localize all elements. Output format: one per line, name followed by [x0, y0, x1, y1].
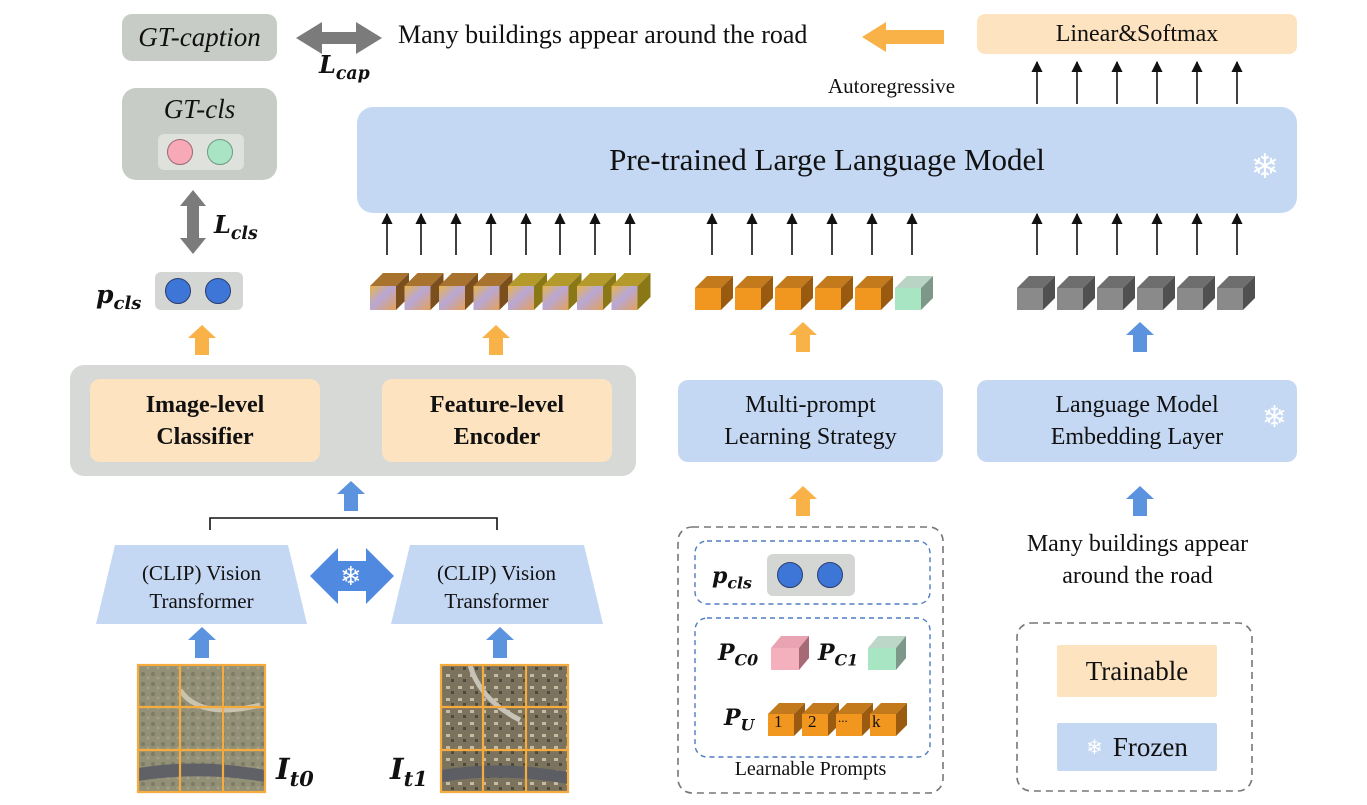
embedding-token-cube	[1017, 276, 1055, 310]
feature-token-cube	[439, 273, 478, 310]
prompt-token-cube	[775, 276, 813, 310]
prompt-token-cube	[855, 276, 893, 310]
gt-cls-class-slot	[158, 134, 244, 170]
feature-token-cube	[473, 273, 513, 310]
llm-label: Pre-trained Large Language Model	[609, 142, 1045, 177]
vision-heads-container: Image-level Classifier Feature-level Enc…	[70, 365, 636, 476]
left-arrow-icon	[862, 22, 944, 52]
class-c1-circle	[207, 139, 233, 165]
gt-cls-box: GT-cls	[122, 88, 277, 180]
llm-box: Pre-trained Large Language Model ❄	[357, 107, 1297, 213]
learnable-prompts-frame	[677, 526, 944, 794]
p-cls-label: pcls	[96, 280, 142, 314]
trainable-label: Trainable	[1085, 655, 1189, 686]
snowflake-icon: ❄	[1261, 400, 1287, 435]
feature-level-encoder-box: Feature-level Encoder	[382, 379, 612, 462]
image-t1-label: It1	[390, 752, 428, 791]
image-t1	[439, 663, 570, 794]
prompt-c0-cube	[771, 636, 809, 670]
prompt-token-cube	[695, 276, 733, 310]
legend-trainable: Trainable	[1057, 645, 1217, 697]
pred-circle-2	[817, 562, 843, 588]
up-arrow-icon	[188, 322, 1154, 658]
prompt-p-cls-slot	[767, 554, 855, 596]
feature-token-cube	[577, 273, 616, 310]
prompt-u-cube	[802, 703, 839, 736]
feature-encoder-label: Feature-level Encoder	[429, 391, 565, 450]
embedding-token-cube	[1217, 276, 1255, 310]
pred-circle-1	[165, 278, 191, 304]
embedding-token-cube	[1057, 276, 1095, 310]
pred-circle-1	[777, 562, 803, 588]
gt-caption-label: GT-caption	[138, 22, 261, 52]
prompt-token-cubes	[695, 276, 933, 310]
caption-text: Many buildings appear around the road	[398, 20, 808, 49]
prompt-u-cubes	[768, 703, 907, 736]
input-arrows	[381, 212, 1243, 255]
output-arrows	[1031, 60, 1243, 104]
shared-weights-arrow-icon	[310, 548, 394, 604]
pred-circle-2	[205, 278, 231, 304]
prompt-c1-cube	[868, 636, 906, 670]
snowflake-icon: ❄	[340, 562, 362, 592]
input-caption: Many buildings appear around the road	[1026, 531, 1249, 589]
vision-transformer-right	[391, 545, 603, 624]
feature-token-cube	[370, 273, 409, 310]
legend-frozen: ❄ Frozen	[1057, 723, 1217, 771]
prompt-u-cube	[870, 703, 907, 736]
feature-token-cube	[508, 273, 547, 310]
prompt-token-cube	[895, 276, 933, 310]
cls-double-arrow-icon	[180, 190, 206, 254]
image-level-classifier-box: Image-level Classifier	[90, 379, 320, 462]
multi-prompt-label: Multi-prompt Learning Strategy	[724, 392, 897, 450]
image-classifier-label: Image-level Classifier	[145, 391, 265, 450]
feature-token-cube	[611, 273, 651, 310]
embedding-token-cube	[1137, 276, 1175, 310]
snowflake-icon: ❄	[1086, 735, 1103, 759]
p-c0-label: PC0	[718, 640, 759, 670]
vision-transformer-left	[96, 545, 307, 624]
embedding-token-cube	[1177, 276, 1215, 310]
feature-token-cube	[542, 273, 582, 310]
linear-softmax-box: Linear&Softmax	[977, 14, 1297, 54]
prompt-tokens-subframe	[694, 617, 931, 758]
p-cls-slot	[155, 272, 243, 310]
token-label: ...	[838, 710, 848, 725]
double-arrow-icon	[296, 22, 382, 54]
gt-cls-label: GT-cls	[163, 94, 236, 124]
l-cap-label: Lcap	[319, 50, 370, 84]
token-label: k	[872, 712, 881, 731]
embedding-token-cube	[1097, 276, 1135, 310]
prompt-token-cube	[735, 276, 773, 310]
image-t0	[136, 663, 267, 794]
vit-left-label: (CLIP) Vision Transformer	[141, 561, 262, 613]
join-bracket	[209, 517, 498, 530]
autoregressive-label: Autoregressive	[828, 74, 956, 98]
prompt-token-cube	[815, 276, 853, 310]
vit-right-label: (CLIP) Vision Transformer	[436, 561, 557, 613]
l-cls-label: Lcls	[214, 210, 258, 244]
feature-token-cubes	[370, 273, 651, 310]
frozen-label: Frozen	[1112, 731, 1188, 762]
prompt-p-cls-label: pcls	[712, 563, 752, 593]
p-c1-label: PC1	[818, 640, 859, 670]
embedding-layer-label: Language Model Embedding Layer	[1050, 392, 1224, 450]
feature-token-cube	[404, 273, 444, 310]
token-label: 1	[774, 712, 783, 731]
learnable-prompts-caption: Learnable Prompts	[734, 758, 887, 780]
prompt-u-cube	[768, 703, 805, 736]
p-u-label: PU	[724, 705, 755, 735]
embedding-layer-box: Language Model Embedding Layer ❄	[977, 380, 1297, 462]
token-label: 2	[808, 712, 817, 731]
linear-softmax-label: Linear&Softmax	[1055, 21, 1219, 47]
gt-caption-box: GT-caption	[122, 14, 277, 61]
image-t0-label: It0	[276, 752, 314, 791]
embedding-token-cubes	[1017, 276, 1255, 310]
class-c0-circle	[167, 139, 193, 165]
snowflake-icon: ❄	[1250, 147, 1280, 187]
legend-frame	[1016, 622, 1253, 792]
multi-prompt-box: Multi-prompt Learning Strategy	[678, 380, 943, 462]
